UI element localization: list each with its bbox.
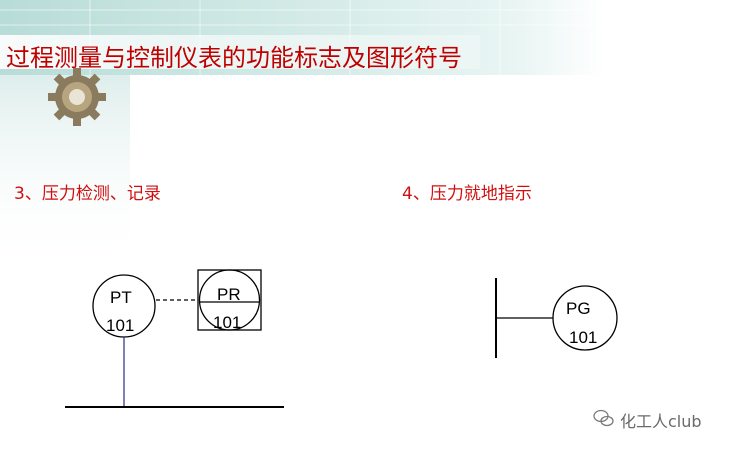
pr-instrument-circle xyxy=(198,269,261,331)
pg-instrument-circle xyxy=(552,285,618,351)
watermark-text: 化工人club xyxy=(620,412,702,431)
pg-number: 101 xyxy=(569,328,598,347)
wechat-icon xyxy=(593,409,614,427)
pt-number: 101 xyxy=(106,316,135,335)
pr-code: PR xyxy=(217,285,241,304)
pg-code: PG xyxy=(566,299,591,318)
pr-number: 101 xyxy=(213,313,242,332)
slide-title: 过程测量与控制仪表的功能标志及图形符号 xyxy=(6,44,462,72)
pt-code: PT xyxy=(110,288,132,307)
section-heading-pressure-local: 4、压力就地指示 xyxy=(402,184,532,204)
section-heading-pressure-record: 3、压力检测、记录 xyxy=(14,184,161,204)
gear-icon xyxy=(48,68,106,126)
